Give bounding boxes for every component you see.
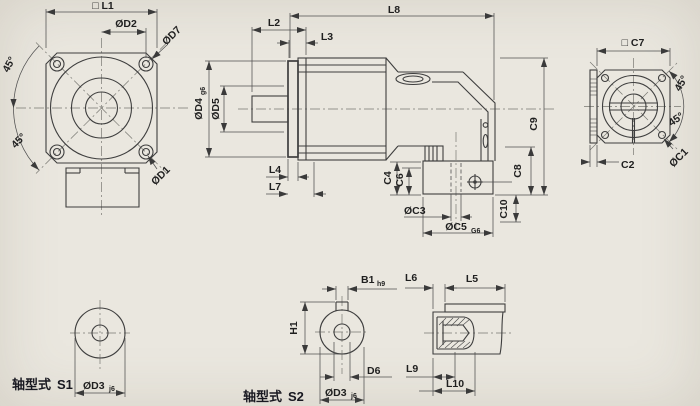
front-bore-circle	[84, 91, 119, 125]
s2-caption-code: S2	[288, 389, 304, 404]
dim-label-l4: L4	[269, 164, 281, 176]
dim-label-l2: L2	[268, 17, 280, 29]
side-view: L8 L2 L3 L4 L7 ØD4 g6 ØD5 C4 C6 ØC3 ØC5 …	[193, 4, 556, 237]
dim-label-l7: L7	[269, 181, 281, 193]
angle-adapter-inner	[432, 81, 489, 161]
s2-bore-circle	[333, 323, 351, 341]
s1-bore-circle	[91, 324, 109, 342]
rear-bolt-holes	[600, 73, 667, 140]
adapter-hole	[482, 122, 489, 128]
dim-label-c2: C2	[621, 159, 635, 171]
dim-label-s2-d3-fit: j6	[350, 393, 357, 400]
front-centerlines	[16, 38, 188, 216]
dim-label-rear-angle-upper: 45°	[672, 74, 690, 94]
angle-adapter-outer	[462, 71, 496, 161]
rear-view: □ C7 45° 45° C2 ØC1	[581, 37, 691, 171]
dim-label-b1-fit: h9	[377, 281, 385, 288]
dim-label-l3: L3	[321, 31, 333, 43]
dim-label-h1: H1	[288, 321, 300, 335]
s1-shaft-circle	[74, 307, 126, 359]
dim-label-s1-d3: ØD3	[83, 380, 105, 392]
side-body	[251, 57, 496, 195]
dim-label-l8: L8	[388, 4, 400, 16]
dim-label-d6: D6	[367, 365, 381, 377]
s1-caption: 轴型式	[12, 377, 51, 392]
dim-label-angle-lower: 45°	[9, 131, 29, 151]
dim-label-c3: ØC3	[404, 205, 426, 217]
gearbox-body	[297, 57, 387, 161]
clamp-block	[424, 145, 444, 162]
s2-caption: 轴型式	[243, 389, 282, 404]
s1-caption-code: S1	[57, 377, 73, 392]
dim-label-c5: ØC5	[445, 221, 467, 233]
dim-label-b1: B1	[361, 274, 375, 286]
side-centerlines	[238, 108, 556, 230]
rear-dimensions	[581, 47, 685, 167]
dim-label-s2-d3: ØD3	[325, 387, 347, 399]
s2-dimensions	[300, 285, 397, 404]
dim-label-c8: C8	[512, 164, 524, 178]
s1-dimensions	[74, 338, 126, 397]
dim-label-l5: L5	[466, 273, 478, 285]
s2-section-hatch	[438, 317, 471, 349]
s2-key	[444, 303, 506, 313]
adapter-slot-hole	[482, 133, 489, 149]
front-flange-outline	[45, 52, 158, 164]
dim-label-l9: L9	[406, 363, 418, 375]
dim-label-c1: ØC1	[667, 146, 691, 170]
svg-text:g6: g6	[200, 87, 207, 95]
shaft-s1-view: ØD3 j6 轴型式 S1	[12, 300, 130, 397]
front-dimensions	[10, 8, 168, 171]
s2-shaft-circle	[319, 309, 365, 355]
dim-label-c6: C6	[394, 173, 406, 187]
dim-label-c10: C10	[498, 199, 510, 218]
dim-label-d1: ØD1	[149, 164, 173, 188]
dim-label-c7: □ C7	[622, 37, 645, 49]
front-mid-circle	[70, 77, 133, 139]
dim-label-l6: L6	[405, 272, 417, 284]
shaft-s2-view: B1 h9 H1 D6 ØD3 j6 轴型式 S2	[243, 274, 397, 404]
rear-outer-circle	[601, 74, 666, 139]
dim-label-c5-fit: G6	[471, 228, 480, 235]
top-slot	[395, 72, 431, 86]
s2-side-dimensions	[405, 284, 506, 396]
front-pilot-circle	[49, 56, 154, 160]
dim-label-s1-d3-fit: j6	[108, 386, 115, 393]
dim-label-d4: ØD4 g6	[193, 87, 207, 120]
dim-label-d5: ØD5	[210, 98, 222, 120]
dim-label-l10: L10	[446, 378, 464, 390]
rear-bore-circle	[620, 93, 647, 120]
side-dimensions	[205, 12, 548, 237]
dim-label-l1: □ L1	[92, 0, 114, 12]
dim-label-angle-upper: 45°	[0, 55, 18, 75]
dim-label-d7: ØD7	[160, 24, 184, 48]
dim-label-c4: C4	[382, 171, 394, 185]
s2-hub-body	[432, 311, 504, 355]
dim-label-c9: C9	[528, 117, 540, 131]
svg-text:ØD4: ØD4	[193, 98, 205, 120]
output-hub	[422, 160, 494, 195]
s2-bore	[442, 324, 470, 342]
dim-label-d2: ØD2	[115, 18, 137, 30]
clamp-screw-target	[467, 174, 483, 190]
s2-keyway	[335, 301, 349, 311]
front-lower-block	[65, 167, 140, 208]
shaft-s2-side-view: L6 L5 L9 L10	[405, 272, 512, 396]
front-view: □ L1 ØD2 ØD7 45° 45° ØD1	[0, 0, 188, 216]
rear-mid-circle	[608, 81, 659, 132]
s2-cavity-outline	[437, 316, 475, 350]
